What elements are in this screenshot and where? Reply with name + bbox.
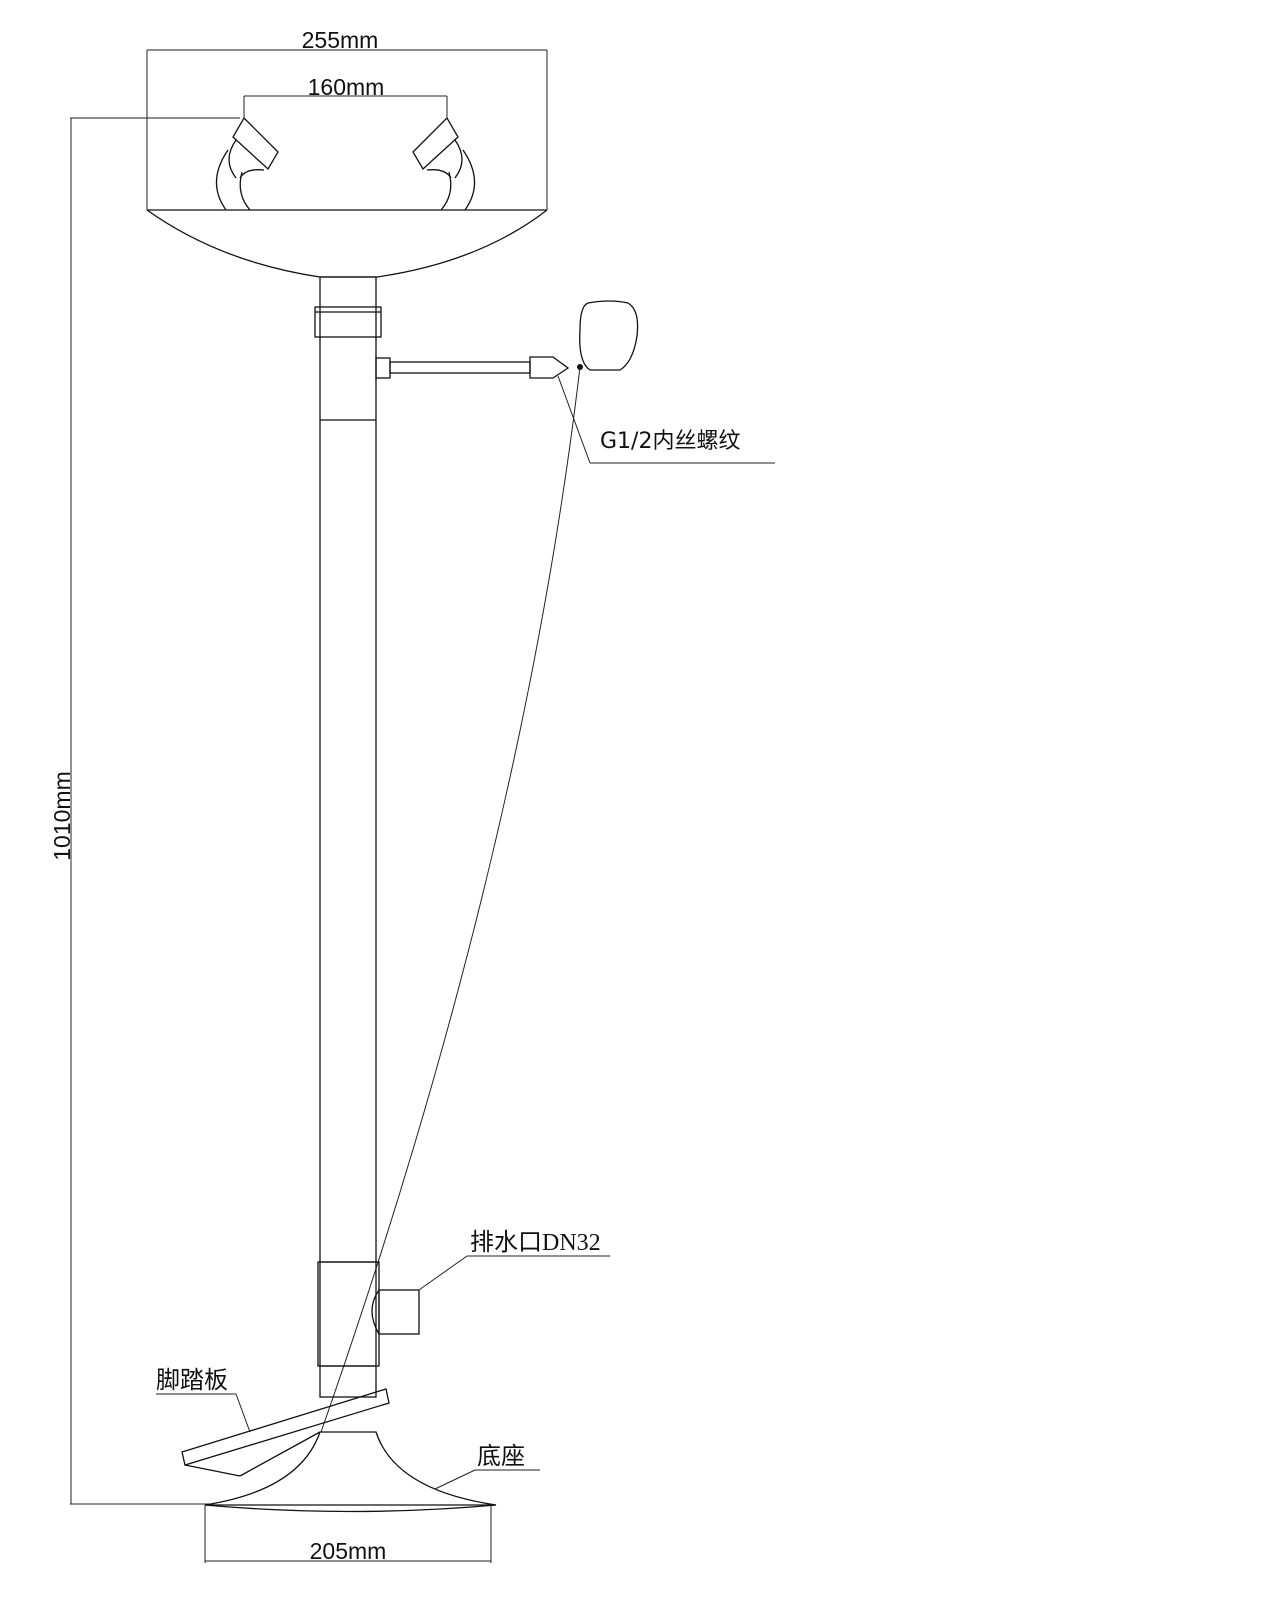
height-label: 1010mm xyxy=(49,771,75,860)
foot-pedal-callout: 脚踏板 xyxy=(156,1367,251,1433)
nozzle-spacing-label: 160mm xyxy=(308,74,385,100)
thread-callout-label: G1/2内丝螺纹 xyxy=(600,429,740,454)
base-flange xyxy=(204,1431,497,1513)
foot-pedal xyxy=(181,1388,390,1477)
thread-callout: G1/2内丝螺纹 xyxy=(557,375,775,464)
base-callout: 底座 xyxy=(434,1443,540,1490)
base-width-dimension: 205mm xyxy=(204,1505,492,1564)
push-paddle xyxy=(577,300,639,371)
eyewash-basin xyxy=(146,209,548,278)
drain-outlet xyxy=(317,1261,420,1367)
basin-width-dimension: 255mm xyxy=(146,27,548,210)
main-pipe xyxy=(319,276,377,1398)
pipe-collar xyxy=(314,306,382,338)
drain-callout-label: 排水口DN32 xyxy=(470,1229,601,1256)
drain-callout: 排水口DN32 xyxy=(418,1229,610,1291)
left-eyewash-nozzle xyxy=(215,116,279,211)
nozzle-spacing-dimension: 160mm xyxy=(243,74,448,118)
foot-pedal-callout-label: 脚踏板 xyxy=(156,1367,228,1394)
pull-rod xyxy=(320,366,581,1433)
height-dimension: 1010mm xyxy=(49,117,240,1505)
push-handle-arm xyxy=(375,356,570,379)
base-callout-label: 底座 xyxy=(477,1443,525,1470)
base-width-label: 205mm xyxy=(310,1538,387,1564)
basin-width-label: 255mm xyxy=(302,27,379,53)
right-eyewash-nozzle xyxy=(412,116,476,211)
